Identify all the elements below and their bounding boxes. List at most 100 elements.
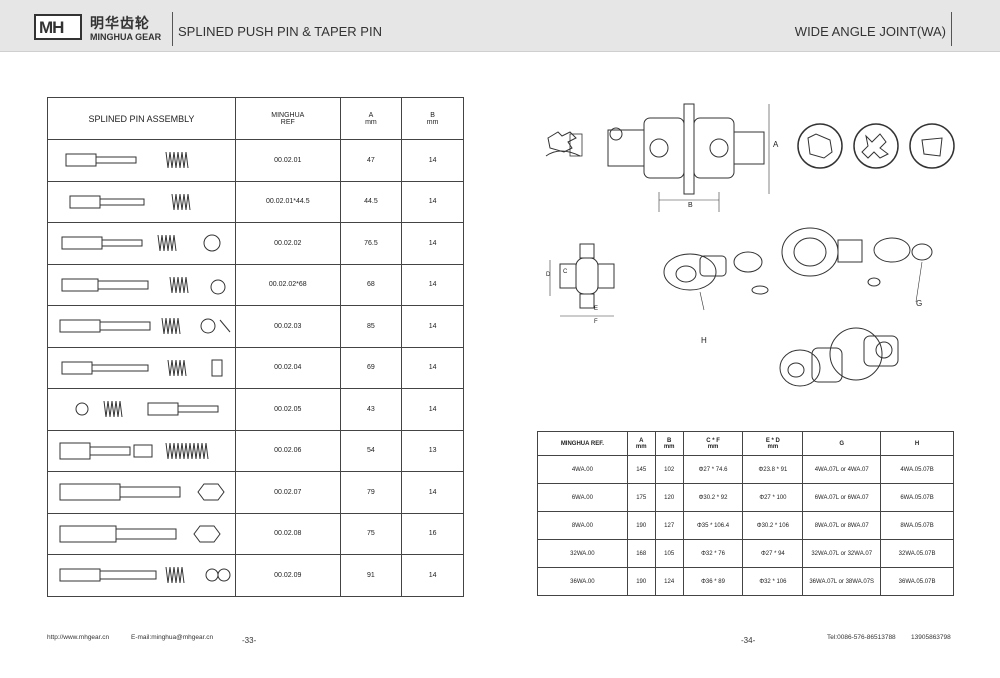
cross-kit-drawing [549, 243, 615, 317]
a-cell: 43 [339, 388, 403, 431]
table-cell: 6WA.00 [537, 483, 628, 512]
b-cell: 14 [401, 180, 464, 223]
col-header-line1: E * D [765, 437, 780, 444]
pin-drawing [59, 483, 225, 501]
b-cell: 14 [401, 388, 464, 431]
table-cell: Φ35 * 106.4 [682, 511, 744, 540]
right-page-title: WIDE ANGLE JOINT(WA) [794, 24, 946, 39]
pin-drawing [75, 401, 219, 418]
table-cell: 32WA.05.07B [880, 539, 954, 568]
pin-drawing [69, 193, 191, 210]
table-cell: Φ23.8 * 91 [742, 455, 804, 484]
a-cell: 76.5 [339, 222, 403, 265]
table-cell: 36WA.05.07B [880, 567, 954, 596]
table-cell: 105 [654, 539, 684, 568]
pin-drawing [59, 318, 231, 335]
col-header-line1: G [839, 440, 845, 447]
b-cell: 14 [401, 305, 464, 348]
table-cell: Φ32 * 76 [682, 539, 744, 568]
ref-cell: 00.02.04 [234, 346, 341, 389]
header-divider-right [951, 12, 952, 46]
b-cell: 14 [401, 222, 464, 265]
col-a-line2: mm [365, 118, 377, 126]
col-header-line1: C * F [706, 437, 720, 444]
ref-cell: 00.02.08 [234, 512, 341, 555]
pin-drawing-cell [47, 222, 236, 265]
table-cell: 36WA.07L or 38WA.07S [802, 567, 882, 596]
joint-side-drawing [607, 103, 770, 212]
pin-drawing-cell [47, 429, 236, 472]
col-b-line2: mm [426, 118, 439, 126]
footer-email[interactable]: E-mail:minghua@mhgear.cn [131, 634, 214, 641]
table-cell: 8WA.00 [537, 511, 628, 540]
ref-cell: 00.02.02 [234, 222, 341, 265]
a-cell: 69 [339, 346, 403, 389]
page-header: MH 明华齿轮 MINGHUA GEAR SPLINED PUSH PIN & … [0, 0, 1000, 52]
pin-drawing [61, 234, 221, 252]
table-cell: 124 [654, 567, 684, 596]
ref-cell: 00.02.06 [234, 429, 341, 472]
pin-drawing [61, 359, 223, 377]
spline-profile-drawing [545, 131, 583, 157]
col-header-line2: mm [767, 443, 779, 450]
table-cell: Φ27 * 74.6 [682, 455, 744, 484]
b-cell: 14 [401, 139, 464, 182]
dim-label-c: C [563, 269, 568, 275]
pin-drawing-cell [47, 471, 236, 514]
col-header-line1: B [667, 437, 672, 444]
header-divider [172, 12, 173, 46]
company-logo: MH [34, 14, 82, 40]
pin-drawing-cell [47, 388, 236, 431]
pin-drawing [65, 152, 189, 169]
pin-drawing-cell [47, 263, 236, 306]
table-cell: Φ30.2 * 106 [742, 511, 804, 540]
col-header: G [802, 431, 882, 456]
table-cell: 6WA.07L or 6WA.07 [802, 483, 882, 512]
dim-label-h: H [701, 336, 707, 345]
col-header-line2: mm [663, 443, 675, 450]
ref-cell: 00.02.05 [234, 388, 341, 431]
b-cell: 14 [401, 554, 464, 597]
table-cell: Φ27 * 100 [742, 483, 804, 512]
col-header: MINGHUA REF. [537, 431, 628, 456]
pin-drawing [61, 276, 226, 295]
pin-drawing-cell [47, 139, 236, 182]
pin-drawing [59, 525, 221, 543]
left-page-title: SPLINED PUSH PIN & TAPER PIN [178, 24, 382, 39]
a-cell: 44.5 [339, 180, 403, 223]
table-cell: 190 [626, 511, 656, 540]
table-cell: 8WA.05.07B [880, 511, 954, 540]
footer-mobile: 13905863798 [911, 634, 951, 641]
col-b-line1: B [430, 111, 435, 119]
dim-label-d: D [546, 272, 551, 278]
left-page-number: -33- [242, 636, 257, 645]
dim-label-a: A [773, 140, 779, 149]
col-ref-line1: MINGHUA [271, 111, 305, 119]
table-cell: Φ36 * 89 [682, 567, 744, 596]
footer-website[interactable]: http://www.mhgear.cn [47, 634, 110, 641]
table-cell: 120 [654, 483, 684, 512]
right-page-number: -34- [741, 636, 756, 645]
spline-profiles-drawing [797, 123, 955, 169]
ref-cell: 00.02.01 [234, 139, 341, 182]
b-cell: 13 [401, 429, 464, 472]
ref-cell: 00.02.07 [234, 471, 341, 514]
